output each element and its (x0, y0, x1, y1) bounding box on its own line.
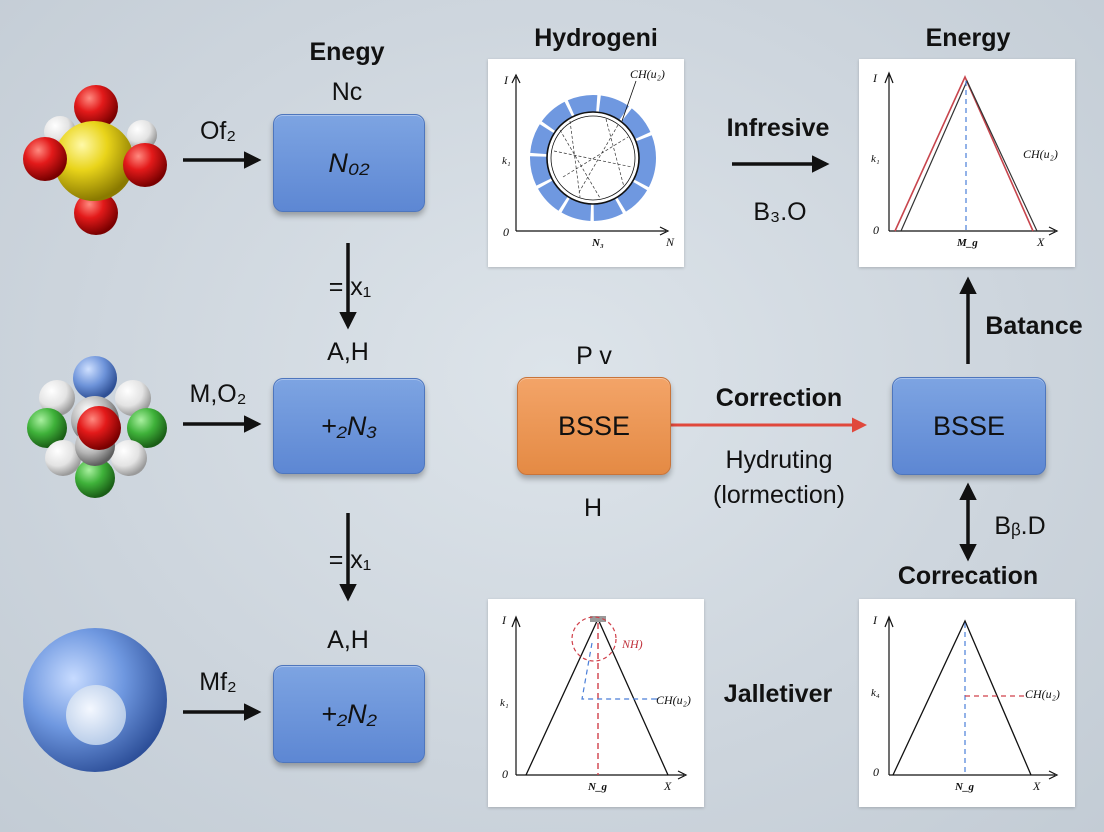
bottom-label: Jalletiver (723, 680, 833, 708)
correction-sub-line2: (lormection) (713, 481, 845, 509)
bottom-right-annotation: CH(u₂) (1025, 687, 1060, 701)
row3-box-label: +₂N₂ (321, 698, 377, 729)
step2-label: = x₁ (328, 546, 372, 574)
bottom-mid-y-mid: k₁ (500, 697, 509, 709)
energy-panel-origin: 0 (873, 223, 879, 237)
bottom-mid-annotation-ch: CH(u₂) (656, 693, 691, 707)
right-up-label: Batance (985, 312, 1083, 340)
bottom-right-y-mid: k₄ (871, 687, 880, 699)
correction-sub-line1: Hydruting (725, 446, 833, 474)
bottom-right-x-mid: N_g (955, 781, 974, 793)
row1-box-label: N₀₂ (328, 147, 370, 178)
top-arrow-label-top: Infresive (726, 114, 830, 142)
bottom-mid-panel-plot (511, 615, 688, 780)
bottom-mid-annotation-nh: NH) (622, 637, 643, 651)
molecule-1-icon (20, 85, 170, 235)
correction-arrow-label: Correction (715, 384, 843, 412)
row1-title: Enegy (309, 38, 385, 66)
energy-panel-y-mid: k₁ (871, 153, 880, 165)
bottom-right-panel: I k₄ 0 N_g X CH(u₂) (859, 599, 1075, 807)
right-lower-title: Correcation (897, 562, 1039, 590)
bottom-right-panel-plot (884, 615, 1059, 780)
energy-panel-x-end: X (1037, 235, 1045, 249)
bottom-mid-y-top: I (502, 613, 506, 627)
row3-molecule-label: Mf₂ (199, 668, 237, 696)
energy-panel-annotation: CH(u₂) (1023, 147, 1058, 161)
right-bsse-label: BSSE (932, 410, 1006, 441)
row1-molecule-label: Of₂ (199, 117, 237, 145)
top-panel-plot (511, 73, 670, 236)
bottom-right-origin: 0 (873, 765, 879, 779)
energy-panel-y-top: I (873, 71, 877, 85)
center-bsse-box: BSSE (517, 377, 671, 475)
row1-subtitle: Nc (331, 78, 363, 106)
top-panel-origin: 0 (503, 225, 509, 239)
right-down-label: Bᵦ.D (994, 512, 1046, 540)
bottom-mid-panel: I k₁ 0 N_g X NH) CH(u₂) (488, 599, 704, 807)
center-bsse-label: BSSE (557, 410, 631, 441)
top-panel-x-end: N (666, 235, 675, 249)
center-label-bottom: H (583, 494, 603, 522)
energy-panel: I k₁ 0 M_g X CH(u₂) (859, 59, 1075, 267)
top-arrow-label-bottom: B₃.O (753, 198, 807, 226)
step1-label: = x₁ (328, 273, 372, 301)
center-label-top: P v (576, 342, 612, 370)
molecule-2-icon (25, 350, 170, 505)
molecule-3-icon (20, 625, 170, 775)
row2-box-label: +₂N₃ (320, 410, 378, 441)
row2-box: +₂N₃ (273, 378, 425, 474)
row3-box: +₂N₂ (273, 665, 425, 763)
bottom-mid-x-mid: N_g (588, 781, 607, 793)
row2-top-label: A,H (327, 338, 369, 366)
top-panel-y-top: I (504, 73, 508, 87)
top-panel-title: Hydrogeni (534, 24, 658, 52)
top-panel-annotation: CH(u₂) (630, 67, 665, 81)
right-bsse-box: BSSE (892, 377, 1046, 475)
row1-box: N₀₂ (273, 114, 425, 212)
top-panel: I k₁ 0 N₃ N CH(u₂) (488, 59, 684, 267)
row2-molecule-label: M,O₂ (189, 380, 247, 408)
bottom-mid-origin: 0 (502, 767, 508, 781)
bottom-mid-x-end: X (664, 779, 672, 793)
energy-panel-title: Energy (925, 24, 1011, 52)
top-panel-x-mid: N₃ (592, 237, 604, 249)
bottom-right-y-top: I (873, 613, 877, 627)
bottom-right-x-end: X (1033, 779, 1041, 793)
energy-panel-x-mid: M_g (957, 237, 978, 249)
energy-panel-plot (884, 71, 1059, 236)
row3-top-label: A,H (327, 626, 369, 654)
top-panel-y-mid: k₁ (502, 155, 511, 167)
